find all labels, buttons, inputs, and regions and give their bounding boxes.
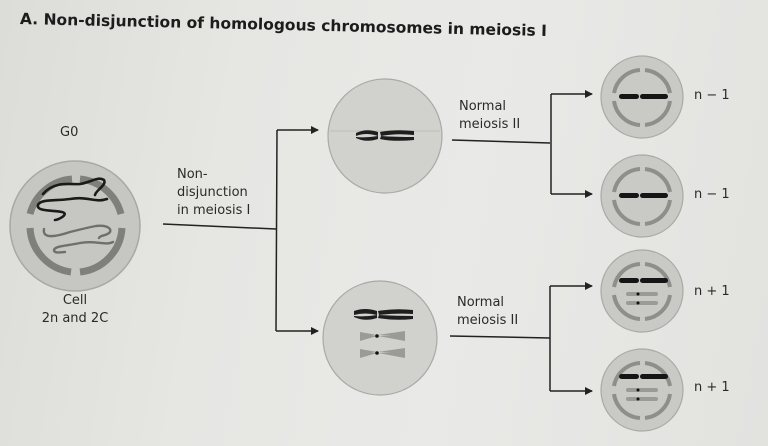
step1-label-line3: in meiosis I xyxy=(177,203,251,218)
daughter-3-ploidy: n + 1 xyxy=(694,284,730,299)
daughter-cell-1 xyxy=(600,55,684,139)
meiosis-ii-label-upper-line2: meiosis II xyxy=(459,117,521,132)
meiosis-ii-label-lower-line1: Normal xyxy=(457,295,505,310)
branch-lines-meiosis-ii-lower xyxy=(449,282,593,395)
meiosis-ii-label-upper-line1: Normal xyxy=(459,99,507,114)
mid-cell-lower xyxy=(322,280,438,396)
branch-lines-meiosis-ii-upper xyxy=(451,90,593,198)
dark-chromatin xyxy=(36,177,109,222)
meiosis-ii-label-lower: Normal meiosis II xyxy=(457,294,518,330)
daughter-1-ploidy: n − 1 xyxy=(694,88,730,103)
start-cell-caption-line1: Cell xyxy=(62,293,88,308)
start-cell-g0 xyxy=(9,160,141,292)
step1-label: Non- disjunction in meiosis I xyxy=(177,166,250,220)
step1-label-line1: Non- xyxy=(177,167,208,182)
daughter-2-ploidy: n − 1 xyxy=(694,187,730,202)
branch-lines-meiosis-i xyxy=(162,126,319,335)
mid-cell-upper xyxy=(327,78,443,194)
daughter-cell-2 xyxy=(600,154,684,238)
daughter-cell-4 xyxy=(600,348,684,432)
start-cell-caption-line2: 2n and 2C xyxy=(41,311,109,326)
grey-chromosome-1 xyxy=(360,331,405,341)
step1-label-line2: disjunction xyxy=(177,185,248,200)
daughter-4-ploidy: n + 1 xyxy=(694,380,730,395)
grey-chromosome-2 xyxy=(360,348,405,358)
meiosis-ii-label-lower-line2: meiosis II xyxy=(457,313,519,328)
dark-chromosome-lower xyxy=(354,309,413,320)
stage-label-g0: G0 xyxy=(60,125,79,140)
dark-chromosome-single xyxy=(356,130,414,141)
start-cell-caption: Cell 2n and 2C xyxy=(30,292,120,328)
grey-chromatin xyxy=(42,224,115,254)
meiosis-ii-label-upper: Normal meiosis II xyxy=(459,98,520,134)
daughter-cell-3 xyxy=(600,249,684,333)
